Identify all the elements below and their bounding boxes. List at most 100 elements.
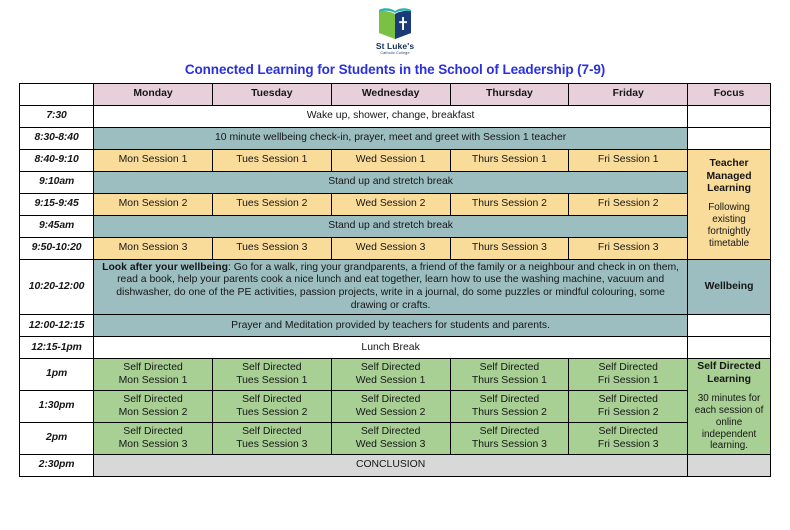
session-cell: Fri Session 2 xyxy=(568,192,689,216)
time-label: 9:10am xyxy=(18,170,95,194)
session-line: Wed Session 2 xyxy=(355,406,426,418)
time-label: 8:30-8:40 xyxy=(18,126,95,150)
session-line: Self Directed xyxy=(479,362,540,374)
day-header-wednesday: Wednesday xyxy=(330,82,451,106)
session-cell: Wed Session 3 xyxy=(330,236,451,260)
session-cell: Mon Session 3 xyxy=(93,236,213,260)
session-line: Thurs Session 1 xyxy=(471,374,547,386)
focus-title: Teacher Managed Learning xyxy=(706,158,752,194)
session-cell: Fri Session 1 xyxy=(568,148,689,172)
session-line: Fri Session 3 xyxy=(597,438,659,450)
time-label: 2:30pm xyxy=(18,454,95,478)
session-line: Tues Session 2 xyxy=(236,406,308,418)
focus-cell-wellbeing: Wellbeing xyxy=(687,258,771,316)
session-line: Self Directed xyxy=(360,394,421,406)
session-cell: Tues Session 3 xyxy=(211,236,332,260)
session-cell: Mon Session 2 xyxy=(93,192,213,216)
session-cell: Tues Session 2 xyxy=(211,192,332,216)
session-cell: Thurs Session 1 xyxy=(449,148,570,172)
session-line: Self Directed xyxy=(598,362,658,374)
school-logo: St Luke's Catholic College xyxy=(0,0,790,56)
full-width-activity: Lunch Break xyxy=(93,336,689,360)
session-line: Mon Session 1 xyxy=(118,374,188,386)
session-cell: Tues Session 1 xyxy=(211,148,332,172)
session-line: Mon Session 3 xyxy=(118,438,188,450)
time-label: 7:30 xyxy=(18,104,95,128)
full-width-activity: Stand up and stretch break xyxy=(93,214,689,238)
focus-cell-empty xyxy=(687,104,771,128)
time-label: 10:20-12:00 xyxy=(18,258,95,316)
focus-subtitle: 30 minutes for each session of online in… xyxy=(694,392,764,452)
session-line: Tues Session 3 xyxy=(236,438,308,450)
session-line: Self Directed xyxy=(123,362,183,374)
session-line: Self Directed xyxy=(123,426,183,438)
full-width-activity: 10 minute wellbeing check-in, prayer, me… xyxy=(93,126,689,150)
session-cell: Wed Session 1 xyxy=(330,148,451,172)
session-cell: Thurs Session 3 xyxy=(449,236,570,260)
time-label: 9:50-10:20 xyxy=(18,236,95,260)
session-line: Self Directed xyxy=(479,426,540,438)
session-line: Self Directed xyxy=(598,426,658,438)
session-line: Wed Session 1 xyxy=(355,374,426,386)
focus-cell-empty xyxy=(687,126,771,150)
session-cell: Mon Session 1 xyxy=(93,148,213,172)
session-cell: Wed Session 2 xyxy=(330,192,451,216)
page-title: Connected Learning for Students in the S… xyxy=(184,61,606,77)
session-line: Thurs Session 2 xyxy=(471,406,547,418)
full-width-activity: Stand up and stretch break xyxy=(93,170,689,194)
day-header-friday: Friday xyxy=(568,82,689,106)
day-header-tuesday: Tuesday xyxy=(211,82,332,106)
session-line: Self Directed xyxy=(479,394,540,406)
focus-column-header: Focus xyxy=(687,82,771,106)
full-width-activity: Prayer and Meditation provided by teache… xyxy=(93,314,689,338)
day-header-thursday: Thursday xyxy=(449,82,570,106)
time-label: 1pm xyxy=(18,358,95,392)
focus-subtitle: Following existing fortnightly timetable xyxy=(707,202,751,249)
session-line: Fri Session 1 xyxy=(597,374,659,386)
logo-subtitle: Catholic College xyxy=(380,51,410,55)
logo-name: St Luke's xyxy=(375,41,415,51)
session-line: Self Directed xyxy=(360,362,421,374)
time-label: 2pm xyxy=(18,422,95,456)
session-cell: Thurs Session 2 xyxy=(449,192,570,216)
focus-cell-empty xyxy=(687,336,771,360)
session-line: Mon Session 2 xyxy=(118,406,188,418)
focus-title: Wellbeing xyxy=(704,280,754,292)
session-line: Tues Session 1 xyxy=(236,374,308,386)
time-label: 1:30pm xyxy=(18,390,95,424)
wellbeing-lead-in: Look after your wellbeing xyxy=(102,261,228,273)
session-line: Self Directed xyxy=(242,394,302,406)
time-label: 12:00-12:15 xyxy=(18,314,95,338)
session-line: Self Directed xyxy=(123,394,183,406)
focus-cell-empty xyxy=(687,454,771,478)
session-cell: Fri Session 3 xyxy=(568,236,689,260)
